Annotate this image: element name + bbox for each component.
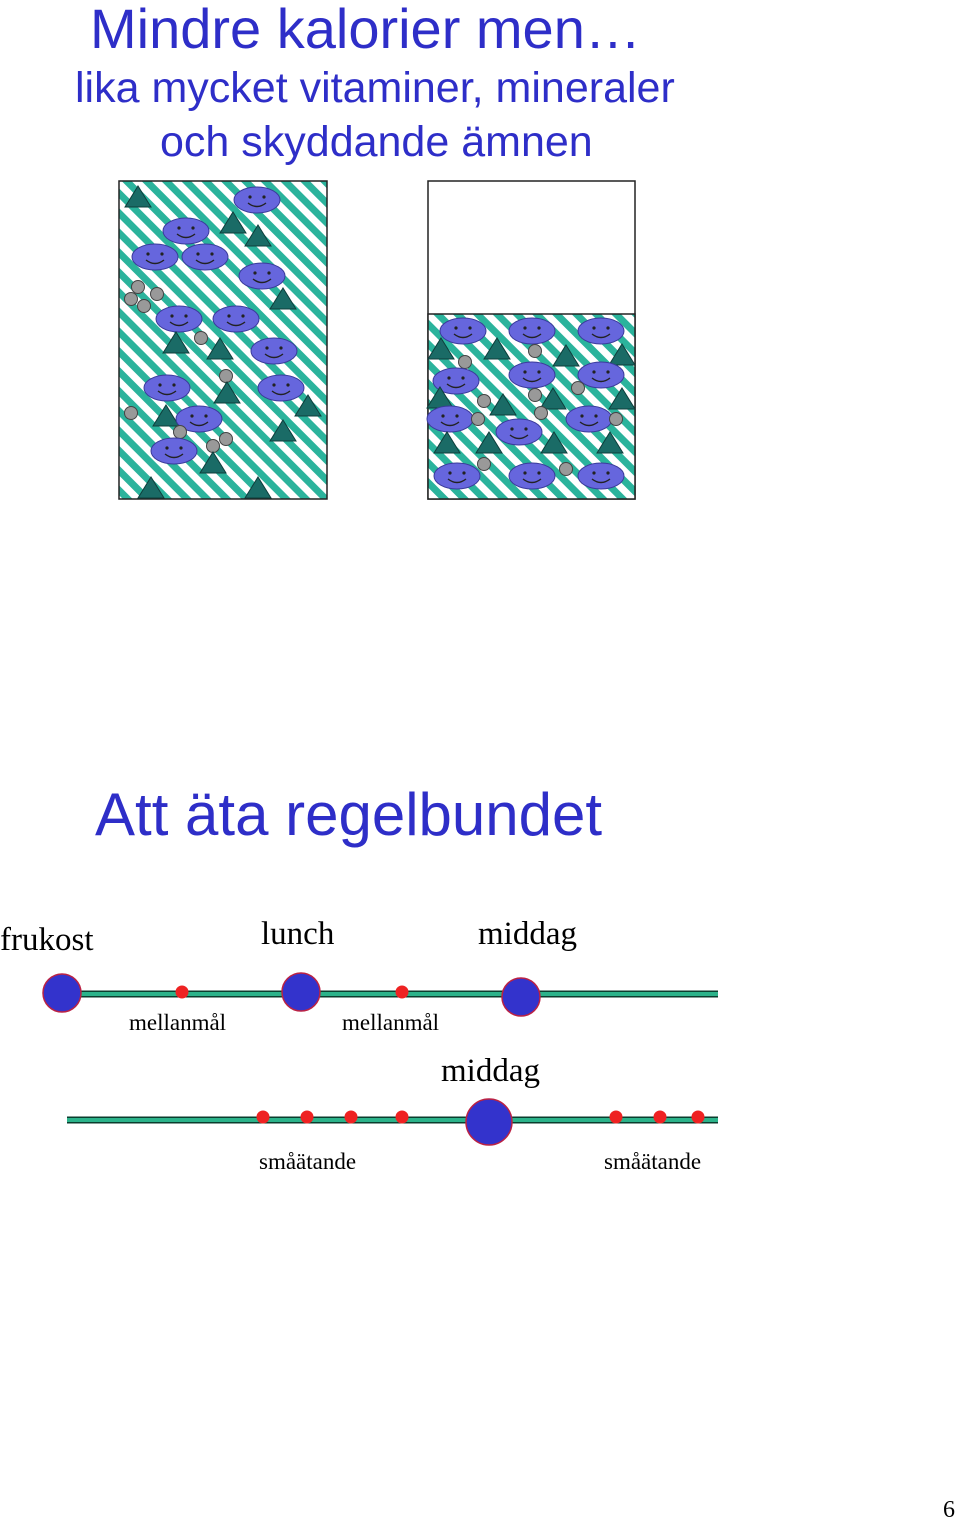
snack-marker	[395, 1110, 409, 1124]
reduced-glass	[426, 180, 636, 500]
snack-marker	[175, 985, 189, 999]
meal-marker-dinner	[501, 977, 541, 1017]
meal-marker-dinner-large	[465, 1098, 513, 1146]
label-grazing: småätande	[259, 1149, 357, 1174]
page-number: 6	[943, 1497, 955, 1523]
calorie-comparison-illustration	[118, 180, 636, 500]
label-snack: mellanmål	[129, 1010, 227, 1035]
snack-marker	[653, 1110, 667, 1124]
snack-marker	[609, 1110, 623, 1124]
snack-marker	[395, 985, 409, 999]
label-lunch: lunch	[261, 916, 335, 952]
slide-title: Mindre kalorier men…	[90, 0, 641, 60]
snack-marker	[691, 1110, 705, 1124]
snack-marker	[344, 1110, 358, 1124]
label-breakfast: frukost	[0, 922, 94, 958]
meal-marker-lunch	[281, 972, 321, 1012]
label-dinner: middag	[478, 916, 577, 952]
snack-marker	[300, 1110, 314, 1124]
label-snack: mellanmål	[342, 1010, 440, 1035]
section-title: Att äta regelbundet	[95, 781, 603, 848]
slide-subtitle-line1: lika mycket vitaminer, mineraler	[75, 64, 675, 112]
full-glass	[118, 180, 328, 500]
label-grazing: småätande	[604, 1149, 702, 1174]
slide-subtitle-line2: och skyddande ämnen	[160, 118, 593, 166]
meal-marker-breakfast	[42, 973, 82, 1013]
label-dinner-grazing: middag	[441, 1053, 540, 1089]
snack-marker	[256, 1110, 270, 1124]
